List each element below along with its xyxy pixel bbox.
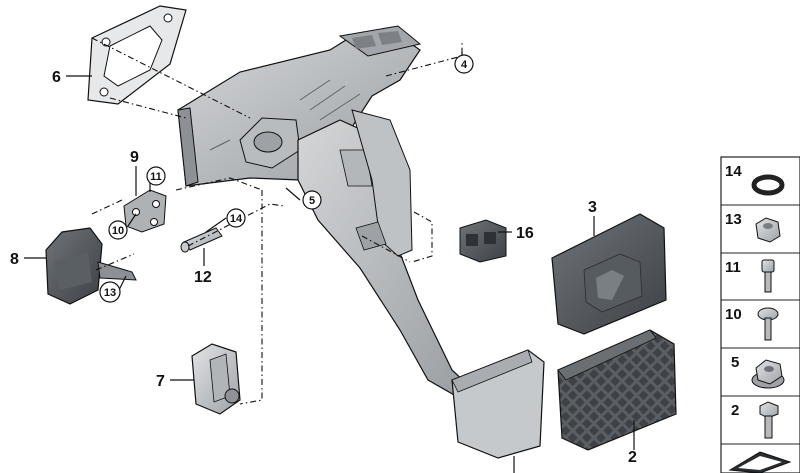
callout-12: 12 [194,269,212,286]
legend-row-14: 14 [725,163,785,196]
svg-text:2: 2 [731,402,739,419]
callout-8: 8 [10,251,19,268]
pedal-box-bracket [177,25,422,187]
svg-text:5: 5 [309,195,315,207]
svg-text:11: 11 [150,171,162,183]
svg-text:5: 5 [731,354,739,371]
callout-3: 3 [588,199,597,216]
legend-row-10: 10 [725,306,779,341]
legend-row-11: 11 [725,259,775,293]
gasket [87,5,187,105]
legend-row-5: 5 [731,354,785,389]
callout-11: 11 [146,166,166,186]
leader-lines [24,52,635,473]
bracket-7 [191,343,241,415]
legend-row-2: 2 [731,401,779,439]
callout-9: 9 [130,149,139,166]
svg-text:13: 13 [104,287,116,299]
svg-text:11: 11 [725,259,741,276]
callout-5: 5 [302,190,322,210]
pedal-pad-2 [557,329,677,451]
svg-text:10: 10 [112,225,124,237]
svg-text:13: 13 [725,211,742,228]
sensor-8 [45,227,137,305]
callout-10: 10 [108,220,128,240]
callout-6: 6 [52,69,61,86]
svg-text:4: 4 [461,59,468,71]
callout-14: 14 [226,208,246,228]
small-parts-legend: 14 13 11 10 5 2 [720,156,800,473]
pedal-arm [297,109,545,459]
assembly-lines [91,37,463,405]
callout-4: 4 [454,54,474,74]
switch-16 [459,219,507,263]
pedal-pad-3 [551,213,667,335]
callout-7: 7 [156,373,165,390]
svg-text:10: 10 [725,306,742,323]
bracket-9 [123,189,167,233]
callouts: 6 4 5 9 11 10 14 8 12 13 7 3 [10,54,637,466]
svg-text:14: 14 [725,163,742,180]
callout-16: 16 [516,225,534,242]
svg-text:14: 14 [230,213,243,225]
callout-13: 13 [99,281,121,303]
callout-2: 2 [628,449,637,466]
diagram-symbol-icon [728,451,792,473]
legend-row-13: 13 [725,211,781,243]
